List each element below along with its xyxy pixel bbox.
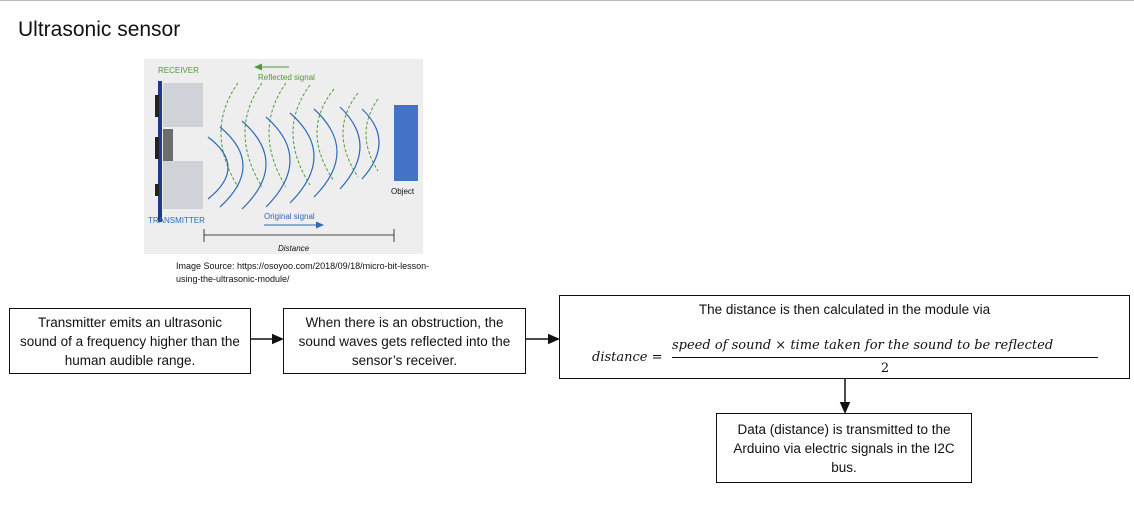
sensor-board bbox=[158, 81, 162, 222]
slide-title: Ultrasonic sensor bbox=[18, 18, 181, 41]
formula-numerator: speed of sound × time taken for the soun… bbox=[672, 338, 1054, 353]
original-waves bbox=[207, 106, 380, 210]
step-calculate-box: The distance is then calculated in the m… bbox=[559, 295, 1130, 379]
sensor-pin-top bbox=[155, 95, 159, 117]
crystal-part bbox=[163, 129, 173, 161]
calc-intro-text: The distance is then calculated in the m… bbox=[698, 302, 991, 317]
reflected-waves bbox=[220, 82, 379, 188]
sensor-pin-mid bbox=[155, 137, 159, 159]
object-label: Object bbox=[391, 187, 415, 196]
ultrasonic-illustration: RECEIVER Reflected signal bbox=[144, 59, 423, 254]
reflected-label: Reflected signal bbox=[258, 73, 315, 82]
step-reflect-box: When there is an obstruction, the sound … bbox=[283, 308, 526, 374]
top-divider bbox=[0, 0, 1134, 1]
formula-denominator: 2 bbox=[880, 361, 890, 376]
image-source-caption: Image Source: https://osoyoo.com/2018/09… bbox=[176, 261, 430, 284]
formula-lhs: distance = bbox=[592, 350, 663, 365]
receiver-cylinder bbox=[163, 83, 203, 127]
step-emit-box: Transmitter emits an ultrasonic sound of… bbox=[9, 308, 251, 374]
object-block bbox=[394, 105, 418, 181]
step-emit-text: Transmitter emits an ultrasonic sound of… bbox=[20, 314, 240, 368]
receiver-label: RECEIVER bbox=[158, 66, 199, 75]
original-label: Original signal bbox=[264, 212, 315, 221]
distance-label: Distance bbox=[278, 244, 310, 253]
transmitter-cylinder bbox=[163, 161, 203, 209]
step-transmit-text: Data (distance) is transmitted to the Ar… bbox=[733, 421, 955, 475]
transmitter-label: TRANSMITTER bbox=[148, 216, 205, 225]
sensor-pin-bottom bbox=[155, 184, 159, 196]
fraction-bar bbox=[672, 357, 1098, 358]
step-reflect-text: When there is an obstruction, the sound … bbox=[298, 314, 511, 368]
step-transmit-box: Data (distance) is transmitted to the Ar… bbox=[716, 413, 972, 483]
